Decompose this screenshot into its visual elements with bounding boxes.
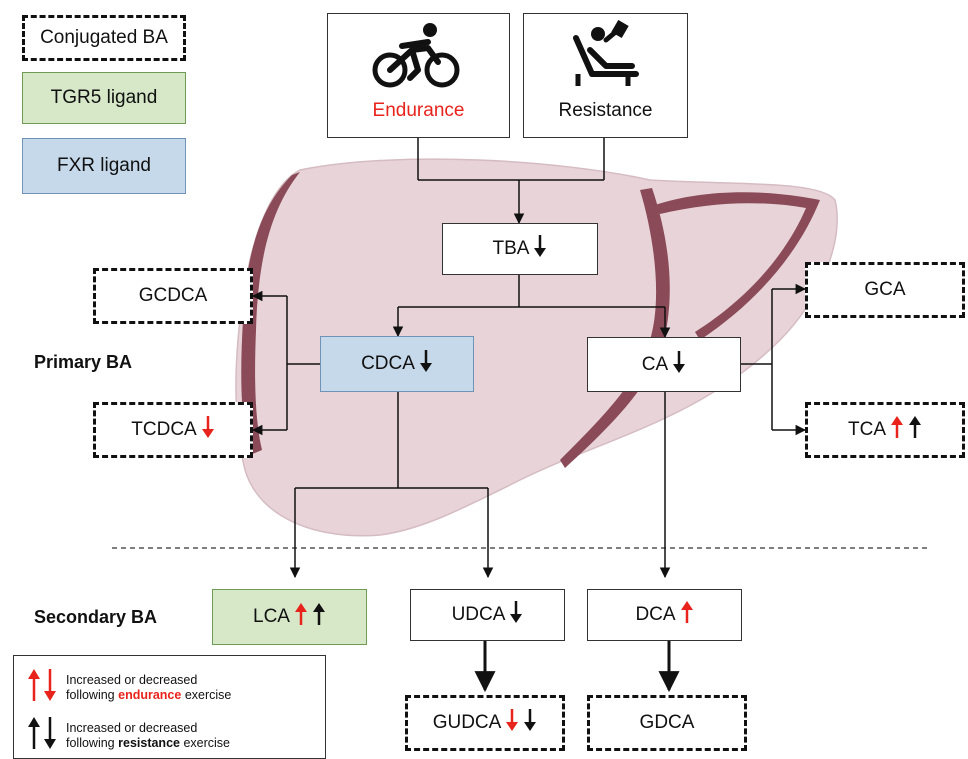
black-up-arrow-icon xyxy=(312,602,326,632)
node-gudca-label: GUDCA xyxy=(432,712,502,733)
node-udca-label: UDCA xyxy=(451,604,506,625)
red-up-arrow-icon xyxy=(294,602,308,632)
red-down-arrow-icon xyxy=(505,708,519,738)
key-fxr-label: FXR ligand xyxy=(57,155,151,176)
node-dca: DCA xyxy=(587,589,742,641)
node-tca-label: TCA xyxy=(848,419,886,440)
key-conjugated-ba: Conjugated BA xyxy=(22,15,186,61)
black-up-arrow-icon xyxy=(908,415,922,445)
node-cdca: CDCA xyxy=(320,336,474,392)
black-down-arrow-icon xyxy=(509,600,523,630)
black-down-arrow-icon xyxy=(419,349,433,379)
node-ca: CA xyxy=(587,337,741,392)
weightlifting-icon xyxy=(573,20,639,86)
secondary-ba-label: Secondary BA xyxy=(34,607,158,627)
key-tgr5-label: TGR5 ligand xyxy=(50,87,158,108)
black-down-arrow-icon xyxy=(533,234,547,264)
node-cdca-label: CDCA xyxy=(361,353,415,374)
node-lca-label: LCA xyxy=(253,606,290,627)
red-up-down-arrows-icon xyxy=(26,668,58,707)
black-up-down-arrows-icon xyxy=(26,716,58,755)
resistance-label: Resistance xyxy=(558,100,653,121)
node-udca: UDCA xyxy=(410,589,565,641)
cyclist-icon xyxy=(372,23,460,88)
node-gcdca-label: GCDCA xyxy=(138,285,208,306)
node-dca-label: DCA xyxy=(635,604,676,625)
node-ca-label: CA xyxy=(641,353,669,375)
black-down-arrow-icon xyxy=(672,350,686,380)
key-fxr-ligand: FXR ligand xyxy=(22,138,186,194)
node-tba-label: TBA xyxy=(492,238,530,259)
endurance-label: Endurance xyxy=(372,100,465,121)
node-tcdca-label: TCDCA xyxy=(131,419,197,440)
legend-endurance-text: Increased or decreased following enduran… xyxy=(66,672,232,702)
node-gca: GCA xyxy=(805,262,965,318)
legend-endurance-row: Increased or decreased following enduran… xyxy=(26,668,231,707)
red-up-arrow-icon xyxy=(890,415,904,445)
key-tgr5-ligand: TGR5 ligand xyxy=(22,72,186,124)
node-gdca: GDCA xyxy=(587,695,747,751)
node-gdca-label: GDCA xyxy=(639,712,695,733)
node-lca: LCA xyxy=(212,589,367,645)
node-gcdca: GCDCA xyxy=(93,268,253,324)
legend-resistance-text: Increased or decreased following resista… xyxy=(66,720,231,750)
red-down-arrow-icon xyxy=(201,415,215,445)
legend-resistance-row: Increased or decreased following resista… xyxy=(26,716,230,755)
resistance-exercise-box: Resistance xyxy=(523,13,688,138)
key-conjugated-label: Conjugated BA xyxy=(40,27,168,48)
connector-lines xyxy=(251,138,807,693)
node-gca-label: GCA xyxy=(864,279,906,300)
node-gudca: GUDCA xyxy=(405,695,565,751)
endurance-exercise-box: Endurance xyxy=(327,13,510,138)
arrow-legend: Increased or decreased following enduran… xyxy=(13,655,326,759)
primary-ba-label: Primary BA xyxy=(34,352,133,372)
node-tcdca: TCDCA xyxy=(93,402,253,458)
node-tca: TCA xyxy=(805,402,965,458)
red-up-arrow-icon xyxy=(680,600,694,630)
black-down-arrow-icon xyxy=(523,708,537,738)
liver-illustration xyxy=(235,158,838,537)
node-tba: TBA xyxy=(442,223,598,275)
